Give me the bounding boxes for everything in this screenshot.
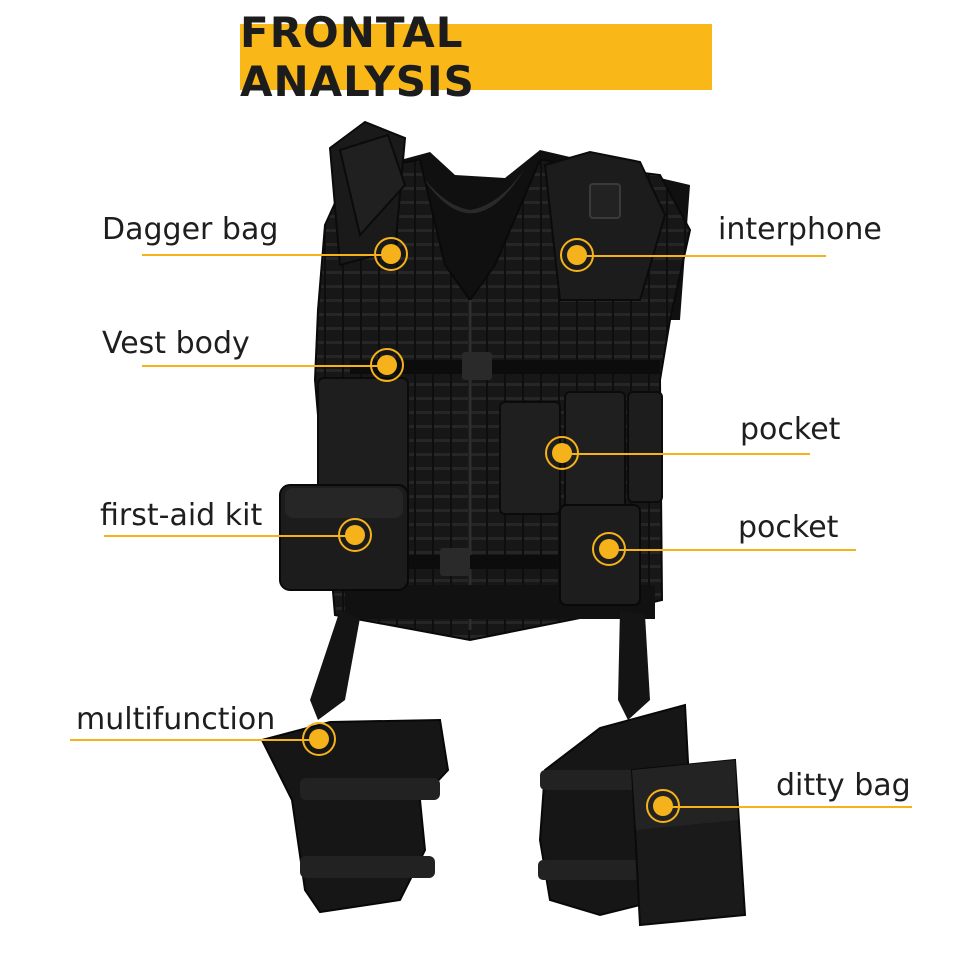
chest-strap: [350, 360, 660, 374]
callout-leader-dagger-bag: [142, 254, 387, 256]
thigh-holster: [260, 718, 450, 914]
callout-label-pocket-upper: pocket: [740, 412, 841, 447]
callout-leader-multifunction: [70, 739, 318, 741]
callout-label-interphone: interphone: [718, 212, 882, 247]
callout-label-vest-body: Vest body: [102, 326, 250, 361]
callout-marker-multifunction: [302, 722, 336, 756]
callout-leader-pocket-upper: [560, 453, 810, 455]
callout-marker-pocket-upper: [545, 436, 579, 470]
vest-collar-opening: [415, 165, 525, 214]
callout-leader-interphone: [576, 255, 826, 257]
holster-strap-lower: [300, 856, 435, 878]
callout-leader-pocket-lower: [608, 549, 856, 551]
right-leg-strap: [618, 610, 650, 720]
right-magazine-pouch-3: [627, 391, 663, 503]
callout-leader-first-aid-kit: [104, 535, 352, 537]
callout-label-pocket-lower: pocket: [738, 510, 839, 545]
callout-marker-ditty-bag: [646, 789, 680, 823]
chest-buckle: [462, 352, 492, 380]
callout-marker-first-aid-kit: [338, 518, 372, 552]
callout-marker-vest-body: [370, 348, 404, 382]
ditty-bag-flap: [632, 760, 738, 830]
callout-label-dagger-bag: Dagger bag: [102, 212, 279, 247]
holster-strap-upper: [300, 778, 440, 800]
callout-marker-interphone: [560, 238, 594, 272]
page-title: FRONTAL ANALYSIS: [240, 8, 475, 106]
interphone-buckle: [589, 183, 621, 219]
callout-label-ditty-bag: ditty bag: [776, 768, 911, 803]
callout-label-multifunction: multifunction: [76, 702, 276, 737]
first-aid-flap: [285, 488, 403, 518]
platform-strap-lower: [538, 860, 648, 880]
left-leg-strap: [310, 610, 360, 720]
title-banner: FRONTAL ANALYSIS: [240, 8, 712, 106]
platform-strap-upper: [540, 770, 650, 790]
callout-leader-ditty-bag: [662, 806, 912, 808]
callout-marker-pocket-lower: [592, 532, 626, 566]
waist-buckle: [440, 548, 470, 576]
dagger-pouch: [338, 133, 407, 238]
callout-leader-vest-body: [142, 365, 384, 367]
callout-marker-dagger-bag: [374, 237, 408, 271]
callout-label-first-aid-kit: first-aid kit: [100, 498, 263, 533]
